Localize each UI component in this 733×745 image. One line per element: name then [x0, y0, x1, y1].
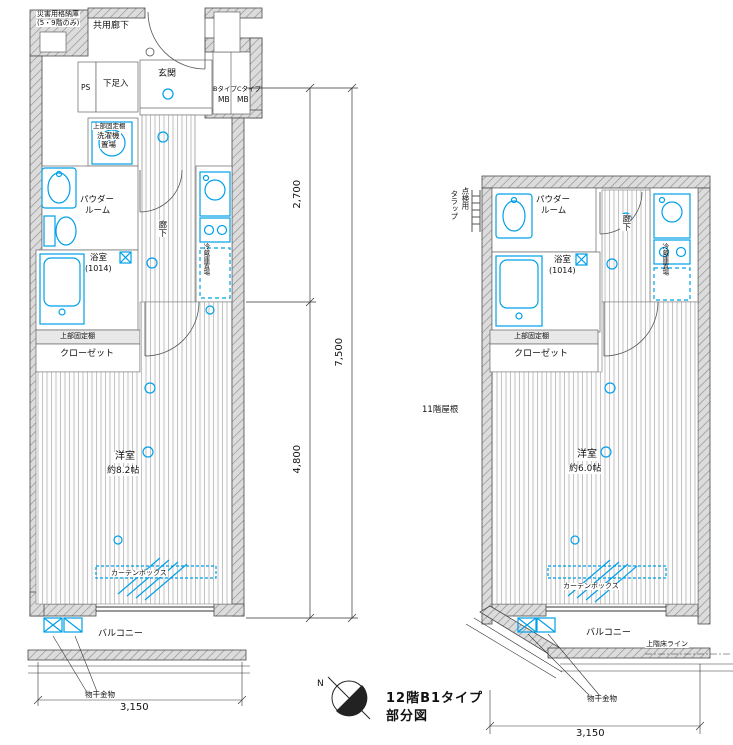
width-dim-label: 3,150	[120, 702, 149, 713]
laundry-hardware-icon	[43, 617, 63, 633]
north-label: N	[317, 679, 324, 689]
vent-fan-icon	[575, 253, 588, 266]
curtain-box-outline	[95, 565, 217, 579]
bathroom-label: 浴室	[90, 253, 108, 263]
light-symbol-icon	[113, 535, 123, 545]
curtain-box-label: カーテンボックス	[562, 582, 620, 591]
bathtub-icon	[495, 255, 543, 327]
bathtub-icon	[39, 253, 85, 325]
upper-shelf-label: 上部固定棚	[514, 332, 549, 340]
stove-icon	[653, 239, 691, 265]
width-dim-label: 3,150	[576, 728, 605, 739]
fridge-space-outline	[653, 267, 691, 301]
disaster-storage-note: (5・9階のみ)	[36, 19, 81, 28]
stove-icon	[199, 217, 231, 243]
right-plan-walls	[479, 175, 711, 659]
bathroom-size-label: (1014)	[85, 264, 112, 273]
light-symbol-icon	[146, 257, 158, 269]
light-symbol-icon	[606, 258, 618, 270]
right-plan-doors	[599, 191, 659, 357]
light-symbol-icon	[162, 88, 174, 100]
mb-right-label: MB	[237, 95, 249, 104]
upper-shelf-label: 上部固定棚	[60, 332, 95, 340]
mb-left-label: MB	[218, 95, 230, 104]
toilet-icon	[43, 215, 56, 247]
shoe-cabinet-label: 下足入	[103, 79, 129, 89]
room-label: 洋室	[114, 451, 136, 463]
room-label: 洋室	[576, 449, 598, 461]
laundry-upper-shelf-label: 上部固定棚	[92, 122, 127, 130]
right-plan-annotation-lines	[465, 617, 733, 734]
light-symbol-icon	[157, 131, 169, 143]
plan-title-line2: 部分図	[386, 709, 429, 724]
balcony-label: バルコニー	[98, 629, 143, 639]
kitchen-sink-icon	[653, 193, 691, 239]
center-dimension-lines	[246, 83, 358, 623]
room-size-label: 約8.2帖	[106, 466, 141, 477]
right-plan-ladder-icon	[471, 190, 481, 232]
upper-floor-line-label: 上階床ライン	[645, 640, 689, 649]
washing-machine-label2: 置場	[100, 140, 117, 149]
light-symbol-icon	[205, 305, 215, 315]
right-plan-fixtures	[495, 193, 691, 633]
light-symbol-icon	[144, 382, 156, 394]
fridge-space-label: 冷蔵庫置場	[201, 243, 210, 276]
room-size-label: 約6.0帖	[568, 464, 603, 475]
light-symbol-icon	[142, 446, 154, 458]
mb-types-label: BタイプCタイプ	[213, 85, 261, 93]
left-plan-doors	[139, 11, 206, 357]
entrance-label: 玄関	[158, 69, 177, 79]
dim-total-label: 7,500	[334, 337, 346, 367]
sink-icon	[41, 167, 77, 209]
corridor-label: 廊下	[620, 214, 631, 231]
vent-fan-icon	[119, 251, 132, 264]
disaster-storage-label: 災害用格納庫	[36, 10, 80, 19]
hatch-ladder-label: 点検用	[460, 187, 470, 210]
light-symbol-icon	[570, 535, 580, 545]
right-plan-window	[546, 606, 666, 612]
left-plan-window	[96, 606, 214, 612]
fridge-space-label: 冷蔵庫置場	[660, 243, 669, 276]
kitchen-sink-icon	[199, 171, 231, 217]
laundry-hardware-icon	[63, 617, 83, 633]
balcony-label: バルコニー	[586, 628, 631, 638]
washing-machine-icon	[91, 121, 133, 165]
sink-icon	[495, 193, 533, 239]
washing-machine-label: 洗濯機	[96, 131, 121, 140]
common-corridor-label: 共用廊下	[92, 21, 131, 32]
ps-label: PS	[81, 83, 91, 92]
laundry-hardware-label: 物干金物	[586, 694, 618, 703]
powder-room-label2: ルーム	[85, 206, 111, 216]
bathroom-size-label: (1014)	[549, 266, 576, 275]
powder-room-label: パウダー	[80, 195, 115, 205]
powder-room-label2: ルーム	[541, 206, 567, 216]
hatch-ladder-label2: タラップ	[449, 190, 459, 220]
right-plan-rooms	[489, 187, 699, 373]
plan-title-line1: 12階B1タイプ	[386, 691, 484, 706]
curtain-box-label: カーテンボックス	[110, 569, 168, 578]
closet-label: クローゼット	[60, 349, 115, 359]
door-mark-icon	[145, 47, 155, 57]
dim-upper-label: 2,700	[292, 179, 304, 209]
powder-room-label: パウダー	[536, 195, 571, 205]
left-plan-annotation-lines	[28, 635, 250, 706]
light-symbol-icon	[600, 446, 612, 458]
north-compass-icon	[327, 676, 371, 720]
laundry-hardware-icon	[517, 617, 537, 633]
fridge-space-outline	[199, 247, 231, 299]
laundry-hardware-label: 物干金物	[84, 690, 116, 699]
laundry-hardware-icon	[536, 617, 556, 633]
corridor-label: 廊下	[156, 220, 167, 237]
light-symbol-icon	[604, 382, 616, 394]
left-plan-fixtures	[39, 88, 231, 633]
dim-lower-label: 4,800	[292, 444, 304, 474]
closet-label: クローゼット	[514, 349, 569, 359]
bathroom-label: 浴室	[554, 255, 572, 265]
roof-label: 11階屋根	[422, 405, 459, 415]
